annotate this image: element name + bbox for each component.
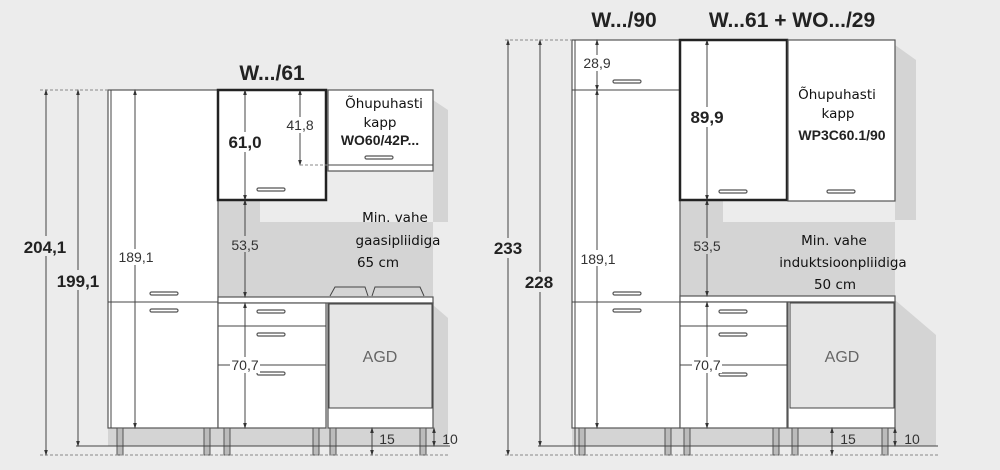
base-height: 70,7 xyxy=(231,357,258,373)
hood-label-2: kapp xyxy=(364,115,397,131)
right-title-wall: W...61 + WO.../29 xyxy=(709,9,875,32)
height-label: 199,1 xyxy=(57,272,100,291)
tall-cabinet-height: 189,1 xyxy=(580,251,615,267)
plinth-height: 15 xyxy=(379,431,395,447)
left-title: W.../61 xyxy=(239,62,305,85)
clearance-note-3: 50 cm xyxy=(814,277,856,293)
wall-shadow xyxy=(680,200,895,300)
handle xyxy=(364,155,394,160)
plinth-height: 15 xyxy=(840,431,856,447)
base-height: 70,7 xyxy=(693,357,720,373)
handle xyxy=(149,291,179,296)
gap-height: 53,5 xyxy=(231,237,258,253)
hood-label: Õhupuhasti xyxy=(798,86,876,103)
left-kitchen-layout: W.../61 Õhupuhasti kapp WO60/42P... AGD xyxy=(20,62,458,456)
total-height-label: 204,1 xyxy=(24,238,67,257)
clearance-note-2: gaasipliidiga xyxy=(356,233,441,249)
appliance-label: AGD xyxy=(825,349,860,366)
clearance-note: Min. vahe xyxy=(801,233,867,249)
hood-shadow xyxy=(433,100,448,222)
handle xyxy=(256,187,286,192)
wall-shadow xyxy=(218,200,433,300)
tall-cabinet xyxy=(571,39,681,429)
tall-cabinet-height: 189,1 xyxy=(118,249,153,265)
clearance-note-2: induktsioonpliidiga xyxy=(779,255,906,271)
hood-cabinet xyxy=(787,39,896,202)
countertop xyxy=(679,295,896,303)
right-kitchen-layout: W.../90 W...61 + WO.../29 Õhupuhasti kap… xyxy=(490,9,938,456)
height-label: 228 xyxy=(525,273,553,292)
hood-label-2: kapp xyxy=(822,106,855,122)
hood-code: WP3C60.1/90 xyxy=(798,127,885,143)
top-cabinet-height: 28,9 xyxy=(583,55,610,71)
base-shadow xyxy=(895,300,936,446)
hood-shadow xyxy=(895,45,916,220)
countertop xyxy=(217,296,434,304)
wall-cabinet-height: 89,9 xyxy=(690,108,723,127)
base-shadow xyxy=(433,305,448,446)
hood-code: WO60/42P... xyxy=(341,132,419,148)
hood-cabinet-height: 41,8 xyxy=(286,117,313,133)
handle xyxy=(149,308,179,313)
appliance-label: AGD xyxy=(363,349,398,366)
wall-cabinet-height: 61,0 xyxy=(228,133,261,152)
total-height-label: 233 xyxy=(494,239,522,258)
clearance-note-3: 65 cm xyxy=(357,255,399,271)
clearance-note: Min. vahe xyxy=(362,210,428,226)
leg-height: 10 xyxy=(442,431,458,447)
leg-height: 10 xyxy=(904,431,920,447)
gap-height: 53,5 xyxy=(693,238,720,254)
hood-label: Õhupuhasti xyxy=(345,95,423,112)
gas-hob-icon xyxy=(329,286,425,297)
right-title-tall: W.../90 xyxy=(591,9,656,32)
plinth-shadow xyxy=(108,428,434,446)
cabinet-legs xyxy=(578,427,889,456)
